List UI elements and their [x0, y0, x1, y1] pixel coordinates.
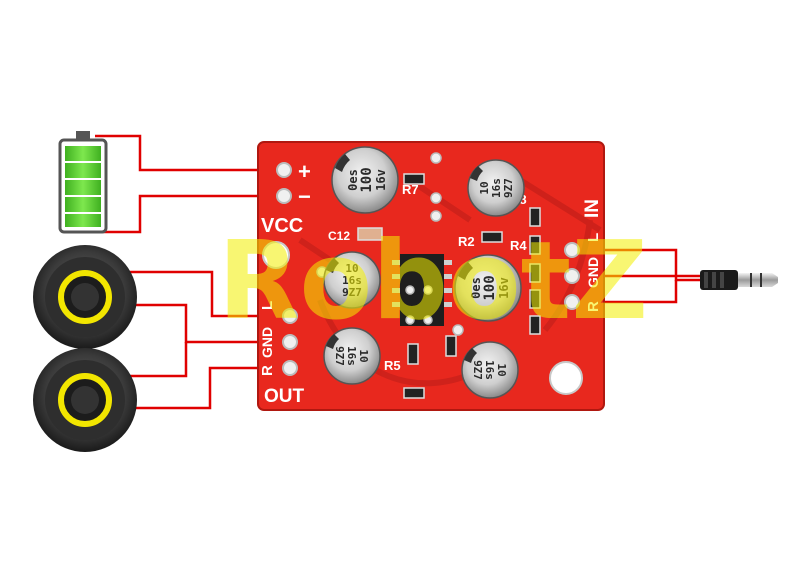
cap-small1-line2: 16s [490, 178, 503, 198]
ref-r4: R4 [510, 238, 527, 253]
label-plus: + [298, 159, 311, 184]
cap-small1-line3: 9Z7 [502, 178, 515, 198]
pin-in-gnd [564, 268, 580, 284]
mounting-hole [549, 361, 583, 395]
cap-small1-line1: 10 [478, 181, 491, 194]
cap-small3-line1: 10 [357, 349, 370, 362]
cap-small4-line1: 10 [495, 363, 508, 376]
cap-small3-line2: 16s [345, 346, 358, 366]
pin-out-gnd [282, 334, 298, 350]
pin-out-r [282, 360, 298, 376]
speaker-icon [33, 348, 137, 452]
label-in-l: L [585, 233, 602, 242]
capacitor-small: 10 16s 9Z7 [323, 251, 381, 309]
cap-large2-line3: 16v [497, 277, 511, 299]
speaker-icon [33, 245, 137, 349]
cap-large2-line2: 100 [482, 275, 498, 300]
cap-small4-line3: 9Z7 [471, 360, 484, 380]
capacitor-small: 10 16s 9Z7 [461, 341, 519, 399]
cap-large-line2: 100 [359, 167, 375, 192]
ref-r2: R2 [458, 234, 475, 249]
ref-r7: R7 [402, 182, 419, 197]
pin-vcc-plus [276, 162, 292, 178]
capacitor-small: 10 16s 9Z7 [467, 159, 525, 217]
capacitor-small: 10 16s 9Z7 [323, 327, 381, 385]
cap-large-line1: 0es [346, 169, 360, 191]
label-minus: − [298, 184, 311, 209]
cap-small2-line2: 16s [342, 274, 362, 287]
capacitor-large: 0es 100 16v [331, 146, 399, 214]
wire-speaker2-b [128, 366, 288, 410]
label-in-gnd: GND [585, 257, 601, 288]
pin-out-l [282, 308, 298, 324]
label-out-l: L [259, 301, 276, 310]
ref-r5: R5 [384, 358, 401, 373]
watermark-text: RobotZ [218, 219, 648, 344]
label-out-r: R [259, 365, 276, 376]
battery-icon [58, 131, 108, 234]
pin-in-l [564, 242, 580, 258]
ref-c12: C12 [328, 229, 350, 243]
cap-small2-line1: 10 [345, 262, 358, 275]
label-vcc: VCC [261, 215, 303, 237]
wire-speaker1-b [128, 303, 288, 344]
wire-battery-plus [95, 134, 282, 172]
cap-small3-line3: 9Z7 [333, 346, 346, 366]
wires [95, 134, 700, 410]
label-in: IN [582, 199, 603, 218]
label-out-gnd: GND [259, 327, 275, 358]
amplifier-board: + − VCC L GND R OUT L GND R IN [257, 141, 605, 411]
wire-battery-minus [95, 194, 282, 234]
smd-resistors [357, 173, 541, 399]
cap-large-line3: 16v [374, 169, 388, 191]
cap-small4-line2: 16s [483, 360, 496, 380]
wire-speaker1-a [128, 270, 288, 318]
mounting-hole [262, 241, 290, 269]
test-pads [316, 152, 464, 336]
label-in-r: R [585, 301, 602, 312]
wire-in-r [574, 280, 678, 304]
audio-jack-icon [700, 270, 778, 290]
pin-vcc-minus [276, 188, 292, 204]
label-out: OUT [264, 386, 305, 407]
pin-in-r [564, 294, 580, 310]
cap-small2-line3: 9Z7 [342, 286, 362, 299]
wire-in-l [574, 248, 700, 282]
cap-large2-line1: 0es [469, 277, 483, 299]
wire-speaker2-a [128, 342, 188, 378]
capacitor-large: 0es 100 16v [454, 254, 522, 322]
